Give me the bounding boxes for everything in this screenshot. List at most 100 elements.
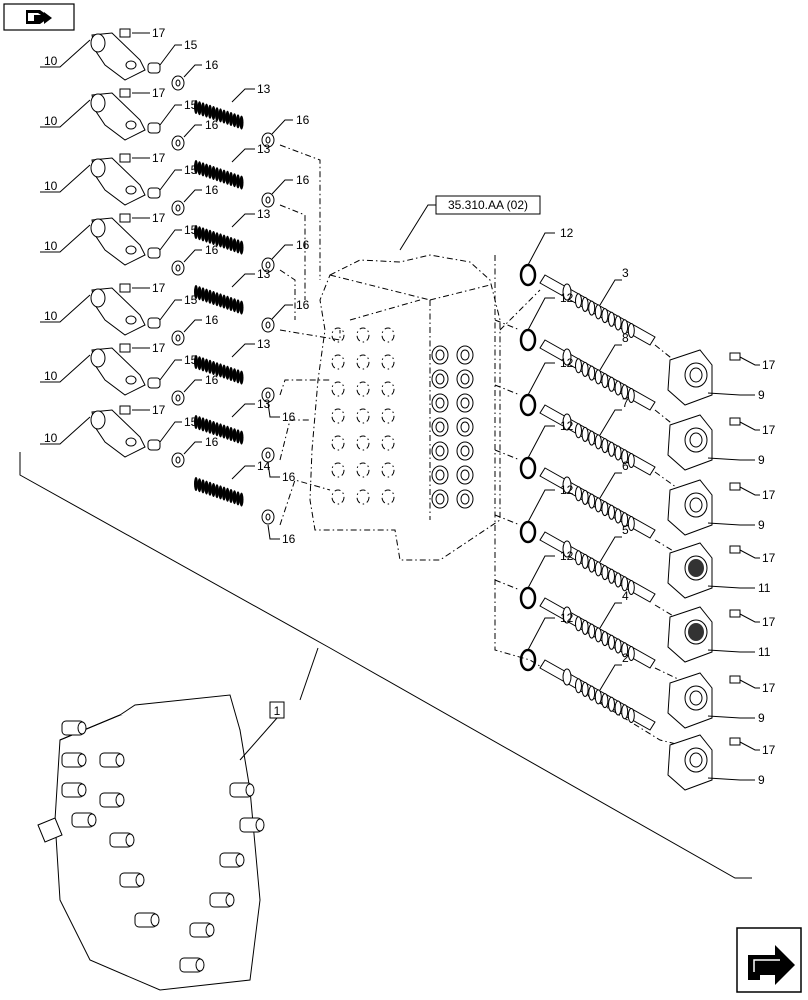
spool-land bbox=[627, 645, 635, 661]
leader bbox=[159, 104, 182, 126]
spool-land bbox=[562, 668, 572, 686]
piston-end bbox=[90, 348, 106, 368]
spring-coil bbox=[211, 421, 216, 435]
spool-land bbox=[594, 561, 602, 577]
assembly-port-end bbox=[77, 721, 87, 735]
callout-15: 15 bbox=[184, 353, 198, 367]
washer-hole bbox=[175, 79, 181, 87]
leader bbox=[159, 169, 182, 191]
spool-land bbox=[562, 348, 572, 366]
spring-coil bbox=[229, 427, 233, 441]
spool-land bbox=[601, 438, 609, 454]
right-dashed-leaders bbox=[494, 255, 681, 746]
leader bbox=[271, 119, 293, 135]
piston-end bbox=[90, 410, 106, 430]
spool-land bbox=[575, 358, 582, 374]
washer-hole bbox=[175, 456, 181, 464]
spool-land bbox=[601, 693, 609, 709]
callout-13: 13 bbox=[257, 207, 271, 221]
spool-land bbox=[627, 515, 635, 531]
spring-coil bbox=[194, 225, 198, 239]
body-face-hole bbox=[331, 408, 345, 424]
assembly-callout[interactable]: 1 bbox=[239, 701, 285, 761]
spool-land bbox=[621, 319, 629, 335]
washer-hole bbox=[265, 391, 271, 399]
spool-land bbox=[562, 283, 572, 301]
spool-land bbox=[581, 361, 589, 377]
spool-land bbox=[581, 489, 589, 505]
spring-coil bbox=[232, 113, 237, 128]
spool-land bbox=[575, 293, 582, 309]
screw bbox=[729, 417, 741, 426]
spool-land bbox=[621, 449, 629, 465]
callout-12: 12 bbox=[560, 226, 574, 240]
screw bbox=[729, 545, 741, 554]
plug bbox=[147, 62, 161, 74]
washer-hole bbox=[175, 334, 181, 342]
book-arrow-icon[interactable] bbox=[3, 3, 75, 31]
callout-12: 12 bbox=[560, 356, 574, 370]
spool-land bbox=[594, 689, 602, 705]
spring-coil bbox=[239, 115, 244, 130]
spring-coil bbox=[215, 232, 219, 247]
callout-10: 10 bbox=[44, 431, 58, 445]
spool-land bbox=[601, 373, 609, 389]
leader bbox=[40, 164, 91, 193]
spool-land bbox=[621, 512, 629, 528]
spring-coil bbox=[222, 109, 226, 124]
assembly-port-end bbox=[115, 793, 125, 807]
o-ring bbox=[519, 520, 537, 544]
spool-land bbox=[601, 565, 609, 581]
leader bbox=[159, 299, 182, 321]
leader bbox=[739, 613, 760, 623]
screw bbox=[119, 405, 131, 415]
body-face-hole bbox=[331, 435, 345, 451]
spring-coil bbox=[201, 227, 205, 242]
spring-coil bbox=[236, 114, 240, 129]
leader bbox=[707, 715, 755, 719]
spring-coil bbox=[218, 423, 223, 438]
body-face-hole bbox=[331, 462, 345, 478]
washer-hole bbox=[265, 261, 271, 269]
leader bbox=[183, 124, 202, 138]
reference-label[interactable]: 35.310.AA (02) bbox=[399, 195, 541, 251]
callout-9: 9 bbox=[758, 388, 765, 402]
assembly-port-end bbox=[87, 813, 97, 827]
spring-coil bbox=[218, 168, 223, 183]
next-page-arrow-icon[interactable] bbox=[736, 927, 802, 993]
body-face-hole bbox=[356, 381, 370, 397]
plug bbox=[147, 122, 161, 134]
assembly-nut bbox=[37, 817, 63, 843]
washer-hole bbox=[265, 136, 271, 144]
o-ring bbox=[519, 263, 537, 287]
plug bbox=[147, 317, 161, 329]
spool-land bbox=[594, 304, 602, 320]
assembly-port-end bbox=[225, 893, 235, 907]
assembly-port-end bbox=[195, 958, 205, 972]
leader bbox=[40, 294, 91, 323]
callout-15: 15 bbox=[184, 38, 198, 52]
leader bbox=[159, 229, 182, 251]
screw bbox=[729, 737, 741, 746]
screw bbox=[119, 343, 131, 353]
piston-end bbox=[90, 33, 106, 53]
body-face-hole bbox=[381, 435, 395, 451]
screw bbox=[729, 352, 741, 361]
spring bbox=[194, 285, 244, 315]
callout-12: 12 bbox=[560, 483, 574, 497]
spring-coil bbox=[211, 361, 216, 375]
leader bbox=[183, 319, 202, 333]
spring-coil bbox=[222, 486, 226, 501]
spring-coil bbox=[211, 231, 216, 245]
leader bbox=[599, 409, 622, 436]
body-face-hole bbox=[381, 381, 395, 397]
leader bbox=[183, 189, 202, 203]
spring-coil bbox=[215, 292, 219, 307]
body-port-inner bbox=[435, 469, 445, 481]
callout-17: 17 bbox=[152, 86, 166, 100]
leader bbox=[707, 585, 755, 589]
